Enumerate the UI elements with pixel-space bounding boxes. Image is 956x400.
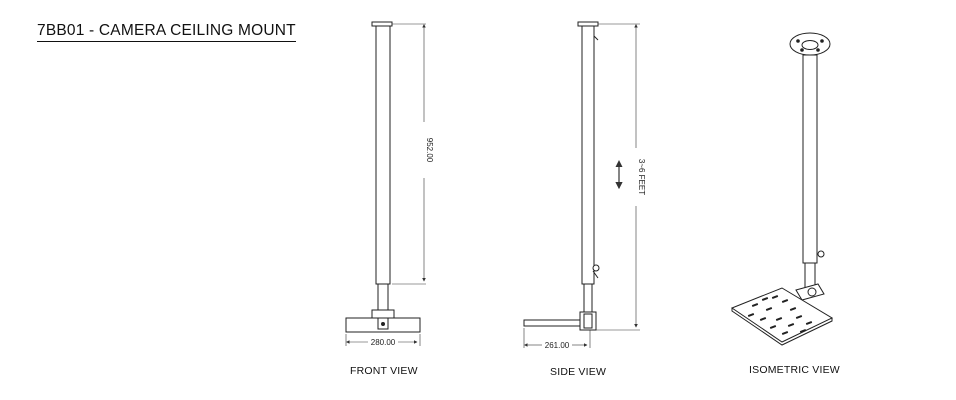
front-ceiling-plate xyxy=(371,21,393,27)
side-lower-pole xyxy=(583,283,593,315)
side-bracket-inner xyxy=(583,313,593,329)
iso-plate-hole xyxy=(800,48,804,52)
iso-knob xyxy=(817,250,825,258)
iso-tray-edge xyxy=(731,308,833,346)
iso-tray-slots xyxy=(747,295,813,335)
front-view-label: FRONT VIEW xyxy=(350,365,418,377)
iso-plate-hole xyxy=(816,48,820,52)
iso-plate-hole xyxy=(796,39,800,43)
iso-ceiling-plate xyxy=(789,32,831,56)
front-screw xyxy=(381,322,385,326)
isometric-view xyxy=(730,32,834,346)
side-view: 3~6 FEET 261.00 xyxy=(523,21,646,350)
front-bracket xyxy=(371,309,395,319)
front-view: 952.00 280.00 xyxy=(345,21,434,347)
isometric-view-label: ISOMETRIC VIEW xyxy=(749,364,840,376)
side-ceiling-plate xyxy=(577,21,599,27)
drawing-title: 7BB01 - CAMERA CEILING MOUNT xyxy=(37,22,296,42)
side-main-pole xyxy=(581,25,595,285)
side-view-label: SIDE VIEW xyxy=(550,366,607,378)
side-height-dimension: 3~6 FEET xyxy=(637,159,646,195)
iso-main-pole xyxy=(802,54,818,264)
front-width-dimension: 280.00 xyxy=(371,338,396,347)
front-main-pole xyxy=(375,25,391,285)
iso-plate-hole xyxy=(820,39,824,43)
side-pole-detail xyxy=(593,35,599,41)
iso-plate-center xyxy=(801,40,819,50)
side-knob xyxy=(592,264,600,272)
front-height-dimension: 952.00 xyxy=(425,138,434,163)
side-knob-stem xyxy=(592,270,599,279)
side-width-dimension: 261.00 xyxy=(545,341,570,350)
iso-bracket-knob xyxy=(807,287,817,297)
